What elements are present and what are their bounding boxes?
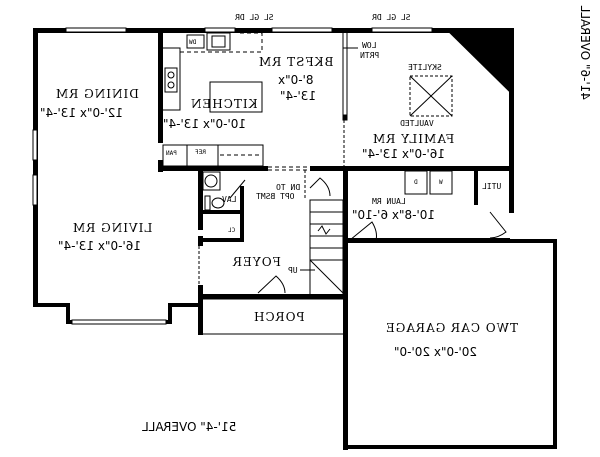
laundry-room-label: LAUN RM	[372, 197, 406, 206]
foyer-label: FOYER	[232, 255, 281, 269]
basement-stair-label: OPT BSMT	[256, 192, 295, 201]
kitchen-label: KITCHEN	[190, 97, 258, 111]
laundry-room-size: 10'-8"x 6'-10"	[352, 208, 436, 222]
garage-size: 20'-0"x 20'-0"	[394, 345, 478, 359]
family-room-size: 16'-0"x 13'-4"	[362, 147, 446, 161]
skylight-label: SKYLITE	[408, 63, 442, 72]
lavatory-label: LAV	[222, 195, 237, 204]
basement-stair-label: DN TO	[276, 183, 301, 192]
dining-room-size: 12'-0"x 13'-4"	[40, 106, 124, 120]
dining-room-label: DINING RM	[55, 87, 139, 101]
kitchen-size: 10'-0"x 13'-4"	[163, 117, 247, 131]
living-room-label: LIVING RM	[72, 221, 153, 235]
dryer-label: D	[414, 179, 418, 186]
breakfast-room-label: BKFST RM	[258, 55, 334, 69]
utility-label: UTIL	[482, 182, 502, 191]
overall-depth-dimension: 41'-6" OVERALL	[578, 5, 592, 100]
low-partition-label: LOW	[362, 41, 377, 50]
washer-label: W	[439, 179, 443, 186]
pantry-label: PAN	[166, 150, 177, 157]
closet-label: CL	[228, 227, 236, 234]
stair-up-label: UP	[288, 266, 298, 275]
low-partition-label: PRTN	[360, 51, 380, 60]
sliding-glass-door-label: SL GL DR	[235, 13, 274, 22]
vaulted-label: VAULTED	[400, 119, 434, 128]
dishwasher-label: DW	[189, 39, 197, 46]
sliding-glass-door-label: SL GL DR	[372, 13, 411, 22]
family-room-label: FAMILY RM	[372, 132, 455, 146]
garage-label: TWO CAR GARAGE	[385, 321, 518, 335]
porch-label: PORCH	[253, 310, 305, 324]
overall-width-dimension: 51'-4" OVERALL	[142, 420, 237, 434]
refrigerator-label: REF	[195, 149, 206, 156]
living-room-size: 16'-0"x 13'-4"	[58, 239, 142, 253]
breakfast-room-size: 13'-4"	[280, 89, 317, 103]
breakfast-room-size: 8'-0"x	[278, 73, 314, 87]
